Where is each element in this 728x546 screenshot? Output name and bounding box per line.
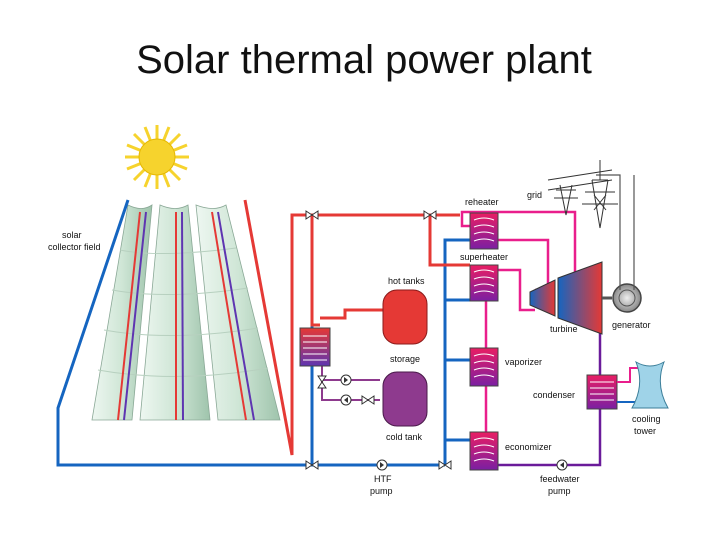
cooling-tower: [631, 360, 669, 409]
generator: [596, 174, 642, 313]
hot-tank: [382, 289, 428, 345]
turbine-label: turbine: [550, 324, 578, 334]
htf-pump-label: pump: [370, 486, 393, 496]
page-title: Solar thermal power plant: [136, 38, 592, 82]
economizer-label: economizer: [505, 442, 552, 452]
vaporizer: [469, 347, 499, 387]
reheater: [469, 212, 499, 250]
cooling-tower-label: cooling: [632, 414, 661, 424]
solar-collector-field-label: collector field: [48, 242, 101, 252]
collector-row-3: [195, 204, 281, 421]
condenser-label: condenser: [533, 390, 575, 400]
superheater: [469, 264, 499, 302]
feedwater-pump-label: feedwater: [540, 474, 580, 484]
solar-collector-field: [91, 204, 281, 421]
turbine: [529, 261, 612, 335]
storage-label: storage: [390, 354, 420, 364]
grid-pylon-icon: [547, 160, 618, 229]
sun-icon: [125, 125, 189, 189]
reheater-label: reheater: [465, 197, 499, 207]
generator-label: generator: [612, 320, 651, 330]
valve-icon: [305, 210, 452, 470]
hot-tank-label: hot tanks: [388, 276, 425, 286]
condenser: [586, 367, 640, 410]
solar-collector-field-label: solar: [62, 230, 82, 240]
htf-pump-icon: [376, 459, 388, 471]
cooling-tower-label: tower: [634, 426, 656, 436]
economizer: [469, 431, 499, 471]
htf-pump-label: HTF: [374, 474, 392, 484]
pump-icon: [340, 374, 352, 406]
grid-label: grid: [527, 190, 542, 200]
cold-tank-label: cold tank: [386, 432, 423, 442]
feedwater-pump-icon: [556, 459, 568, 471]
cold-tank: [382, 371, 428, 427]
vaporizer-label: vaporizer: [505, 357, 542, 367]
storage-heat-exchanger: [299, 327, 331, 367]
feedwater-pump-label: pump: [548, 486, 571, 496]
collector-row-1: [91, 204, 153, 421]
htf-hot-pipe: [243, 199, 470, 456]
superheater-label: superheater: [460, 252, 508, 262]
feedwater-pipe: [498, 330, 602, 467]
